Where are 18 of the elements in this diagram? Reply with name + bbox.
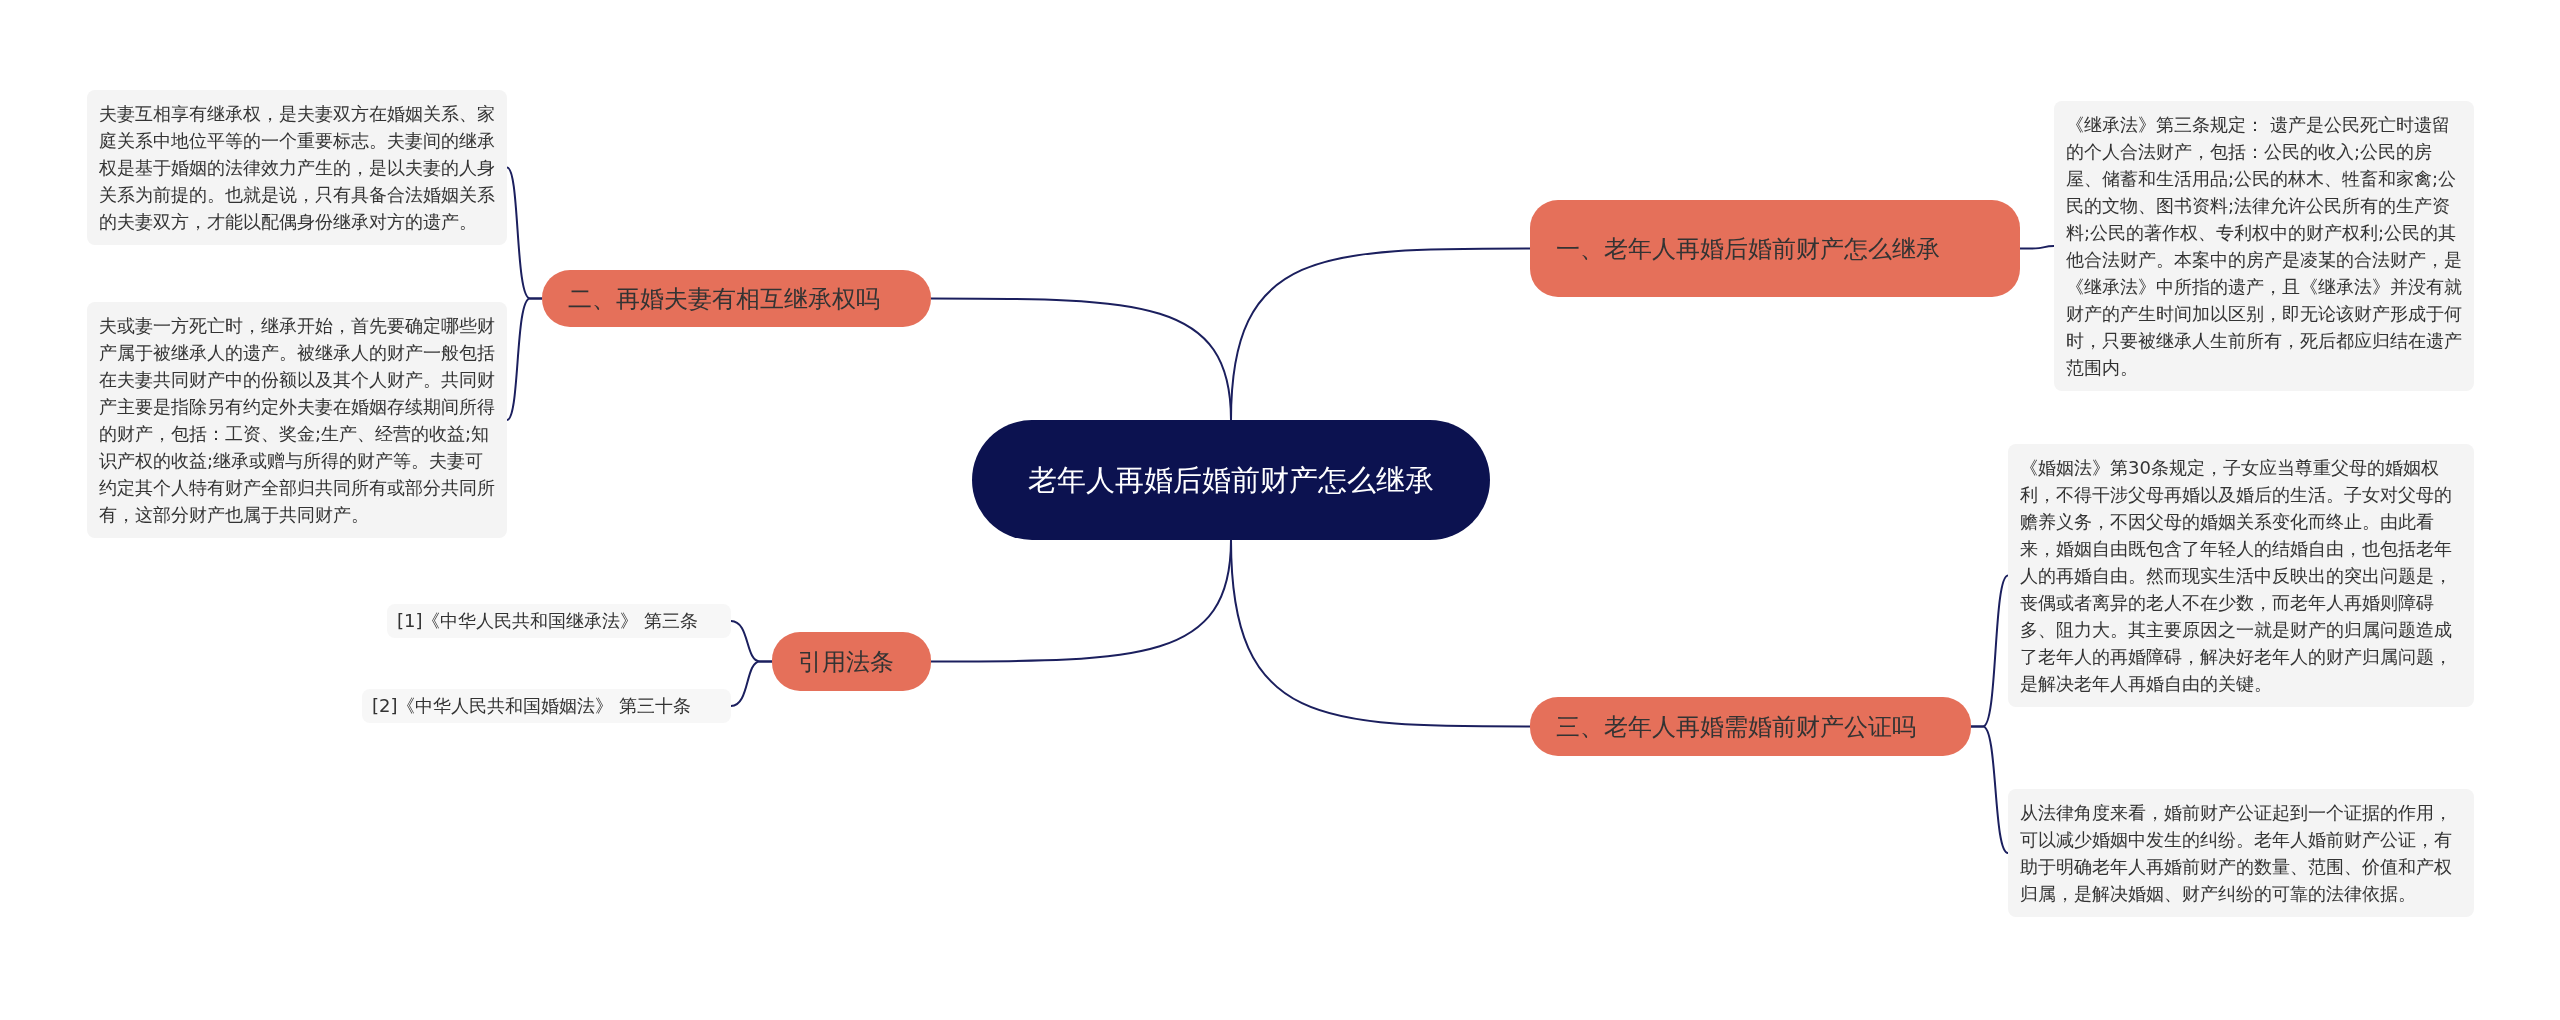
topic-box: 一、老年人再婚后婚前财产怎么继承 xyxy=(1530,200,2020,297)
connector-line xyxy=(930,297,1232,421)
text-card: 《继承法》第三条规定： 遗产是公民死亡时遗留的个人合法财产，包括：公民的收入;公民的房屋、储蓄和生活用品;公民的林木、牲畜和家禽;公民的文物、图书资料;法律允许公民所有的生产资料;公民的著作权、专利权中的财产权利;公民的其他合法财产。本案中的房产是凌某的合法财产，是《继承法》中所指的遗产，且《继承法》并没有就财产的产生时间加以区别，即无论该财产形成于何时，只要被继承人生前所有，死后都应归结在遗产范围内。 xyxy=(2054,101,2474,391)
text-card: 夫妻互相享有继承权，是夫妻双方在婚姻关系、家庭关系中地位平等的一个重要标志。夫妻间的继承权是基于婚姻的法律效力产生的，是以夫妻的人身关系为前提的。也就是说，只有具备合法婚姻关系的夫妻双方，才能以配偶身份继承对方的遗产。 xyxy=(87,90,507,245)
connector-line xyxy=(1970,725,2009,854)
text-card: 《婚姻法》第30条规定，子女应当尊重父母的婚姻权利，不得干涉父母再婚以及婚后的生活。子女对父母的赡养义务，不因父母的婚姻关系变化而终止。由此看来，婚姻自由既包含了年轻人的结婚自由，也包括老年人的再婚自由。然而现实生活中反映出的突出问题是，丧偶或者离异的老人不在少数，而老年人再婚则障碍多、阻力大。其主要原因之一就是财产的归属问题造成了老年人的再婚障碍，解决好老年人的财产归属问题，是解决老年人再婚自由的关键。 xyxy=(2008,444,2474,707)
reference-text: [2]《中华人民共和国婚姻法》 第三十条 xyxy=(362,689,731,723)
connector-line xyxy=(730,660,773,707)
connector-line xyxy=(930,539,1232,663)
topic-box: 二、再婚夫妻有相互继承权吗 xyxy=(542,270,931,327)
root-topic: 老年人再婚后婚前财产怎么继承 xyxy=(972,420,1490,540)
text-card: 夫或妻一方死亡时，继承开始，首先要确定哪些财产属于被继承人的遗产。被继承人的财产一般包括在夫妻共同财产中的份额以及其个人财产。共同财产主要是指除另有约定外夫妻在婚姻存续期间所得的财产，包括：工资、奖金;生产、经营的收益;知识产权的收益;继承或赠与所得的财产等。夫妻可约定其个人特有财产全部归共同所有或部分共同所有，这部分财产也属于共同财产。 xyxy=(87,302,507,538)
connector-line xyxy=(506,297,543,421)
text-card: 从法律角度来看，婚前财产公证起到一个证据的作用，可以减少婚姻中发生的纠纷。老年人婚前财产公证，有助于明确老年人再婚前财产的数量、范围、价值和产权归属，是解决婚姻、财产纠纷的可靠的法律依据。 xyxy=(2008,789,2474,917)
topic-box: 引用法条 xyxy=(772,632,931,691)
connector-line xyxy=(2019,245,2055,250)
topic-box: 三、老年人再婚需婚前财产公证吗 xyxy=(1530,697,1971,756)
reference-text: [1]《中华人民共和国继承法》 第三条 xyxy=(387,604,731,638)
